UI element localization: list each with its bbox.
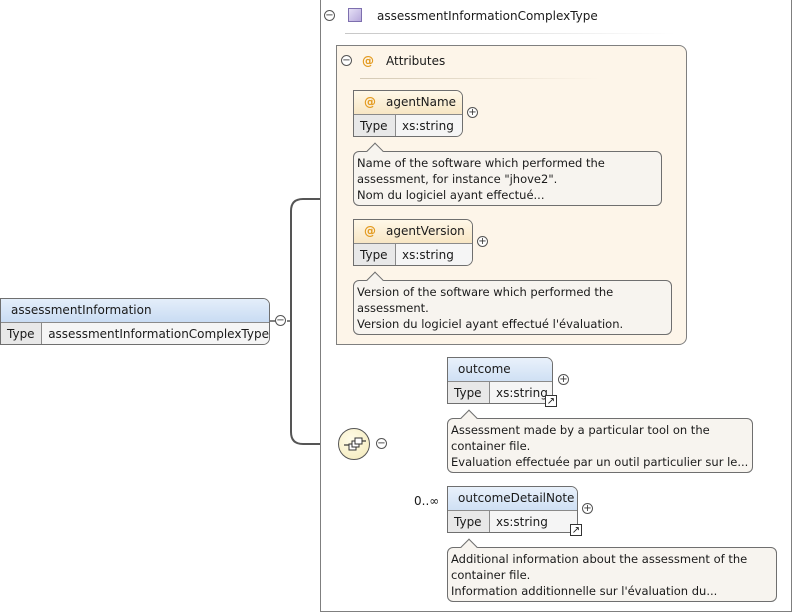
element-name: outcomeDetailNote xyxy=(448,487,577,511)
type-value: xs:string xyxy=(490,511,577,532)
attribute-agentVersion[interactable]: @ agentVersion Type xs:string xyxy=(353,219,473,266)
annotation-outcomeDetailNote: Additional information about the assessm… xyxy=(447,547,777,602)
complex-type-name: assessmentInformationComplexType xyxy=(377,9,598,23)
cardinality-label: 0..∞ xyxy=(414,494,440,508)
collapse-icon[interactable]: − xyxy=(275,315,286,326)
annotation-line: Version du logiciel ayant effectué l'éva… xyxy=(357,317,624,331)
annotation-agentVersion: Version of the software which performed … xyxy=(353,280,672,335)
element-outcome[interactable]: outcome Type xs:string xyxy=(447,357,553,404)
element-name: assessmentInformation xyxy=(1,299,269,323)
annotation-line: Nom du logiciel ayant effectué... xyxy=(357,188,545,202)
annotation-line: assessment, for instance "jhove2". xyxy=(357,172,558,186)
attribute-agentName[interactable]: @ agentName Type xs:string xyxy=(353,90,463,137)
annotation-line: Name of the software which performed the xyxy=(357,156,605,170)
type-value: xs:string xyxy=(490,382,552,403)
annotation-line: Version of the software which performed … xyxy=(357,285,614,299)
attribute-name: agentName xyxy=(386,95,457,109)
reference-arrow-icon[interactable]: ↗ xyxy=(545,395,557,407)
attribute-icon: @ xyxy=(362,54,374,68)
annotation-line: container file. xyxy=(451,568,531,582)
reference-arrow-icon[interactable]: ↗ xyxy=(570,524,582,536)
type-value: assessmentInformationComplexType xyxy=(42,323,269,344)
element-name: outcome xyxy=(448,358,552,382)
annotation-agentName: Name of the software which performed the… xyxy=(353,151,662,206)
type-label: Type xyxy=(448,382,490,403)
complex-type-icon xyxy=(348,8,362,22)
title-divider xyxy=(345,33,675,34)
attribute-name: agentVersion xyxy=(386,224,465,238)
collapse-icon[interactable]: − xyxy=(341,55,352,66)
type-value: xs:string xyxy=(396,244,472,265)
element-outcomeDetailNote[interactable]: outcomeDetailNote Type xs:string xyxy=(447,486,578,533)
expand-icon[interactable]: + xyxy=(467,107,478,118)
annotation-line: container file. xyxy=(451,439,531,453)
expand-icon[interactable]: + xyxy=(582,503,593,514)
annotation-line: assessment. xyxy=(357,301,429,315)
collapse-icon[interactable]: − xyxy=(324,10,335,21)
type-label: Type xyxy=(1,323,43,344)
annotation-line: Information additionnelle sur l'évaluati… xyxy=(451,584,718,598)
root-element-assessmentInformation[interactable]: assessmentInformation Type assessmentInf… xyxy=(0,298,270,345)
annotation-line: Assessment made by a particular tool on … xyxy=(451,423,710,437)
type-value: xs:string xyxy=(396,115,462,136)
sequence-compositor-icon xyxy=(344,437,366,451)
annotation-line: Additional information about the assessm… xyxy=(451,552,748,566)
type-label: Type xyxy=(354,244,396,265)
collapse-icon[interactable]: − xyxy=(376,438,387,449)
sequence-compositor[interactable] xyxy=(338,428,370,460)
attributes-divider xyxy=(360,78,600,79)
type-label: Type xyxy=(354,115,396,136)
attribute-icon: @ xyxy=(364,95,376,109)
attribute-icon: @ xyxy=(364,224,376,238)
expand-icon[interactable]: + xyxy=(477,236,488,247)
attributes-title: Attributes xyxy=(386,54,446,68)
annotation-line: Evaluation effectuée par un outil partic… xyxy=(451,455,749,469)
type-label: Type xyxy=(448,511,490,532)
annotation-outcome: Assessment made by a particular tool on … xyxy=(447,418,753,473)
expand-icon[interactable]: + xyxy=(558,374,569,385)
